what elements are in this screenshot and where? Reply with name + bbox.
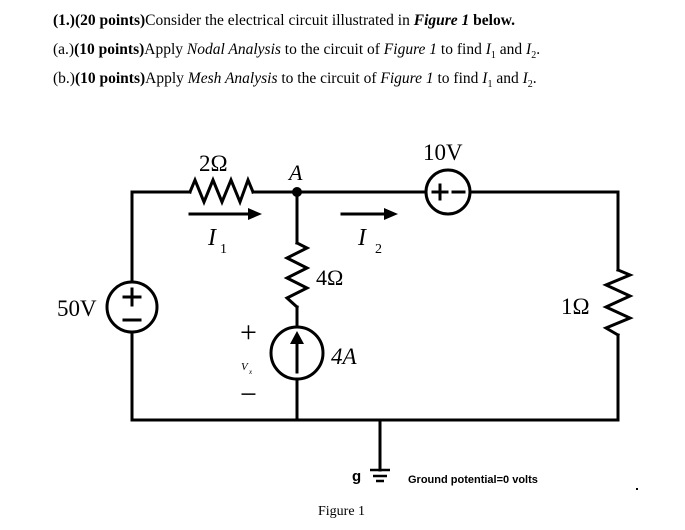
problem-number: (1.) bbox=[53, 12, 75, 29]
method: Nodal Analysis bbox=[186, 41, 281, 58]
figure-ref: Figure 1 bbox=[380, 70, 434, 87]
text: Apply bbox=[145, 70, 188, 87]
points: (10 points) bbox=[74, 41, 145, 58]
wire-right-bottom bbox=[130, 330, 620, 422]
figure-ref: Figure 1 bbox=[413, 12, 470, 29]
text: to find bbox=[433, 70, 483, 87]
arrow-i2 bbox=[340, 208, 398, 220]
wire-left bbox=[130, 190, 192, 284]
label-4ohm: 4Ω bbox=[316, 265, 343, 290]
points: (10 points) bbox=[74, 70, 146, 87]
label-50v: 50V bbox=[57, 296, 97, 321]
ground-icon bbox=[370, 418, 390, 483]
sub: 2 bbox=[531, 50, 537, 62]
label-vx-sub: x bbox=[248, 368, 253, 376]
text: below. bbox=[469, 12, 515, 29]
i2: I bbox=[522, 70, 528, 87]
stray-dot bbox=[636, 488, 638, 490]
i1: I bbox=[485, 41, 491, 58]
method: Mesh Analysis bbox=[187, 70, 278, 87]
arrow-i1 bbox=[188, 208, 262, 220]
figure-ref: Figure 1 bbox=[383, 41, 438, 58]
wire-top-right bbox=[468, 190, 620, 272]
label-10v: 10V bbox=[423, 140, 463, 165]
label-i1: I bbox=[207, 225, 217, 251]
label-i1-sub: 1 bbox=[220, 242, 227, 257]
text: to find bbox=[437, 41, 486, 58]
figure-caption: Figure 1 bbox=[318, 504, 365, 519]
resistor-4ohm bbox=[283, 240, 311, 310]
label-vx-minus: − bbox=[240, 378, 257, 411]
resistor-2ohm bbox=[188, 175, 255, 207]
text: and bbox=[492, 70, 523, 87]
label-vx-plus: + bbox=[240, 316, 257, 349]
label-4a: 4A bbox=[331, 344, 358, 369]
part-label: (a.) bbox=[53, 41, 75, 58]
label-node-a: A bbox=[287, 160, 303, 185]
sub: 1 bbox=[490, 50, 496, 62]
i1: I bbox=[482, 70, 488, 87]
label-ground-note: Ground potential=0 volts bbox=[408, 474, 538, 486]
text: . bbox=[536, 41, 541, 58]
text: to the circuit of bbox=[280, 41, 384, 58]
label-1ohm: 1Ω bbox=[561, 294, 590, 319]
label-2ohm: 2Ω bbox=[199, 151, 228, 176]
i2: I bbox=[526, 41, 532, 58]
problem-line-a: (a.)(10 points)Apply Nodal Analysis to t… bbox=[53, 41, 540, 61]
text: to the circuit of bbox=[277, 70, 381, 87]
node-a-dot bbox=[292, 187, 302, 197]
label-i2: I bbox=[357, 225, 367, 251]
voltage-source-50v bbox=[105, 280, 159, 334]
sub: 2 bbox=[527, 79, 533, 91]
label-vx: V bbox=[241, 361, 249, 373]
voltage-source-10v bbox=[424, 168, 472, 216]
current-source-4a bbox=[269, 325, 325, 381]
label-i2-sub: 2 bbox=[375, 242, 382, 257]
points: (20 points) bbox=[74, 12, 146, 29]
resistor-1ohm bbox=[602, 268, 634, 338]
part-label: (b.) bbox=[53, 70, 75, 87]
problem-line-b: (b.)(10 points)Apply Mesh Analysis to th… bbox=[53, 70, 537, 90]
text: . bbox=[532, 70, 537, 87]
text: Apply bbox=[144, 41, 187, 58]
problem-line-1: (1.)(20 points)Consider the electrical c… bbox=[53, 12, 515, 30]
sub: 1 bbox=[487, 79, 493, 91]
label-ground-g: g bbox=[352, 468, 361, 485]
text: Consider the electrical circuit illustra… bbox=[145, 12, 414, 29]
text: and bbox=[495, 41, 527, 58]
